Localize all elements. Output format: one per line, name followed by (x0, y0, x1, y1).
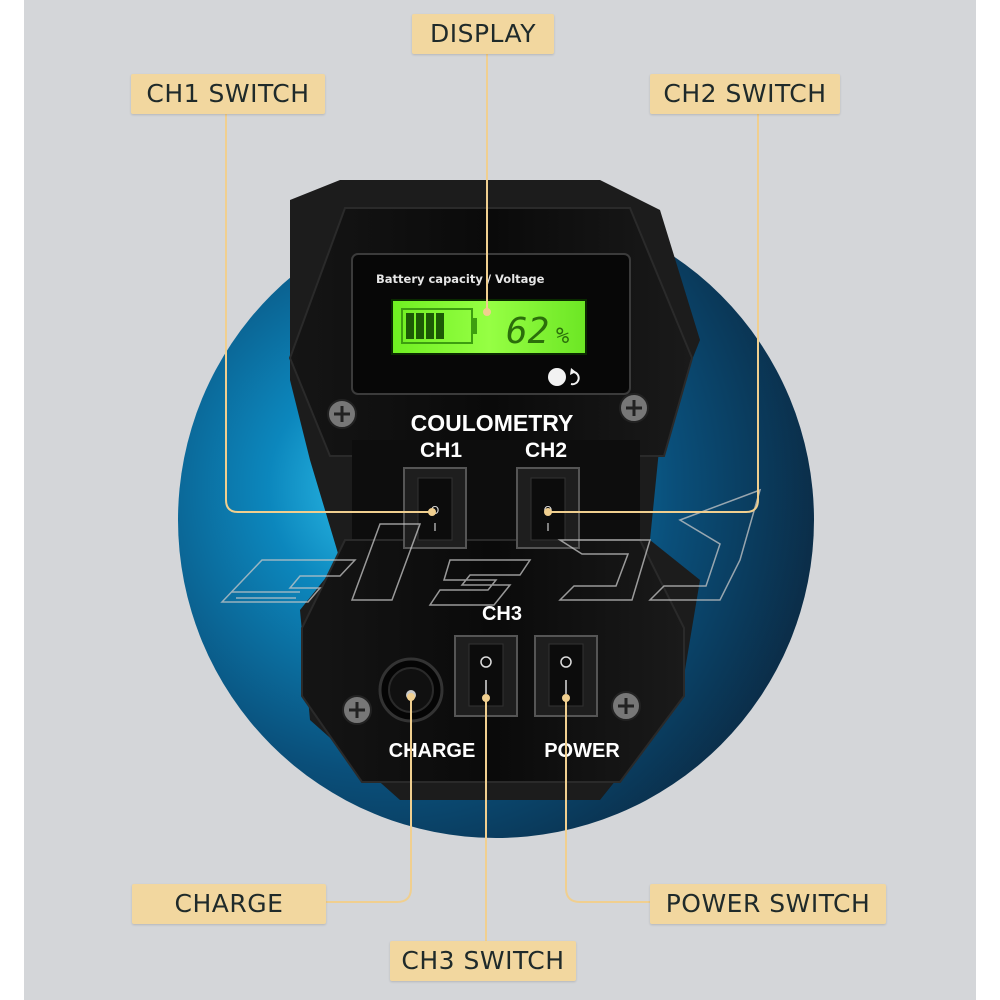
leader-endpoint-ch2 (544, 508, 552, 516)
leader-line-charge (326, 697, 412, 903)
ch3-label: CH3 (482, 603, 522, 625)
callout-ch3-switch: CH3 SWITCH (390, 941, 576, 981)
ch1-switch[interactable]: O I (403, 467, 467, 549)
leader-line-ch1 (225, 114, 432, 513)
ch2-label: CH2 (525, 439, 567, 462)
leader-endpoint-ch1 (428, 508, 436, 516)
ch1-label: CH1 (420, 439, 462, 462)
leader-endpoint-ch3 (482, 694, 490, 702)
switch-off-circle-icon (560, 656, 572, 668)
charge-label: CHARGE (389, 740, 476, 762)
watermark-logo (220, 488, 762, 606)
callout-power-switch: POWER SWITCH (650, 884, 886, 924)
callout-charge: CHARGE (132, 884, 326, 924)
leader-endpoint-power (562, 694, 570, 702)
screw-icon (342, 695, 372, 725)
battery-icon (401, 308, 477, 344)
display-mode-button[interactable] (548, 368, 566, 386)
screw-icon (619, 393, 649, 423)
middle-panel (352, 440, 640, 540)
leader-line-ch2 (548, 114, 759, 513)
leader-lines (225, 54, 759, 941)
callout-ch1-switch: CH1 SWITCH (131, 74, 325, 114)
leader-endpoint-charge (407, 693, 415, 701)
switch-on-symbol: I (546, 521, 549, 534)
switch-off-circle-icon (480, 656, 492, 668)
callout-display: DISPLAY (412, 14, 554, 54)
lcd-reading: 62 (506, 311, 549, 352)
switch-on-symbol: I (433, 521, 436, 534)
lcd-unit: % (556, 324, 569, 349)
charge-port[interactable] (378, 657, 444, 723)
screw-icon (611, 691, 641, 721)
callout-ch2-switch: CH2 SWITCH (650, 74, 840, 114)
refresh-icon (570, 368, 580, 386)
power-label: POWER (544, 740, 620, 762)
leader-line-power (565, 698, 650, 903)
leader-endpoint-display (483, 308, 491, 316)
panel-title: COULOMETRY (411, 410, 574, 436)
display-caption: Battery capacity / Voltage (376, 272, 545, 286)
screw-icon (327, 399, 357, 429)
